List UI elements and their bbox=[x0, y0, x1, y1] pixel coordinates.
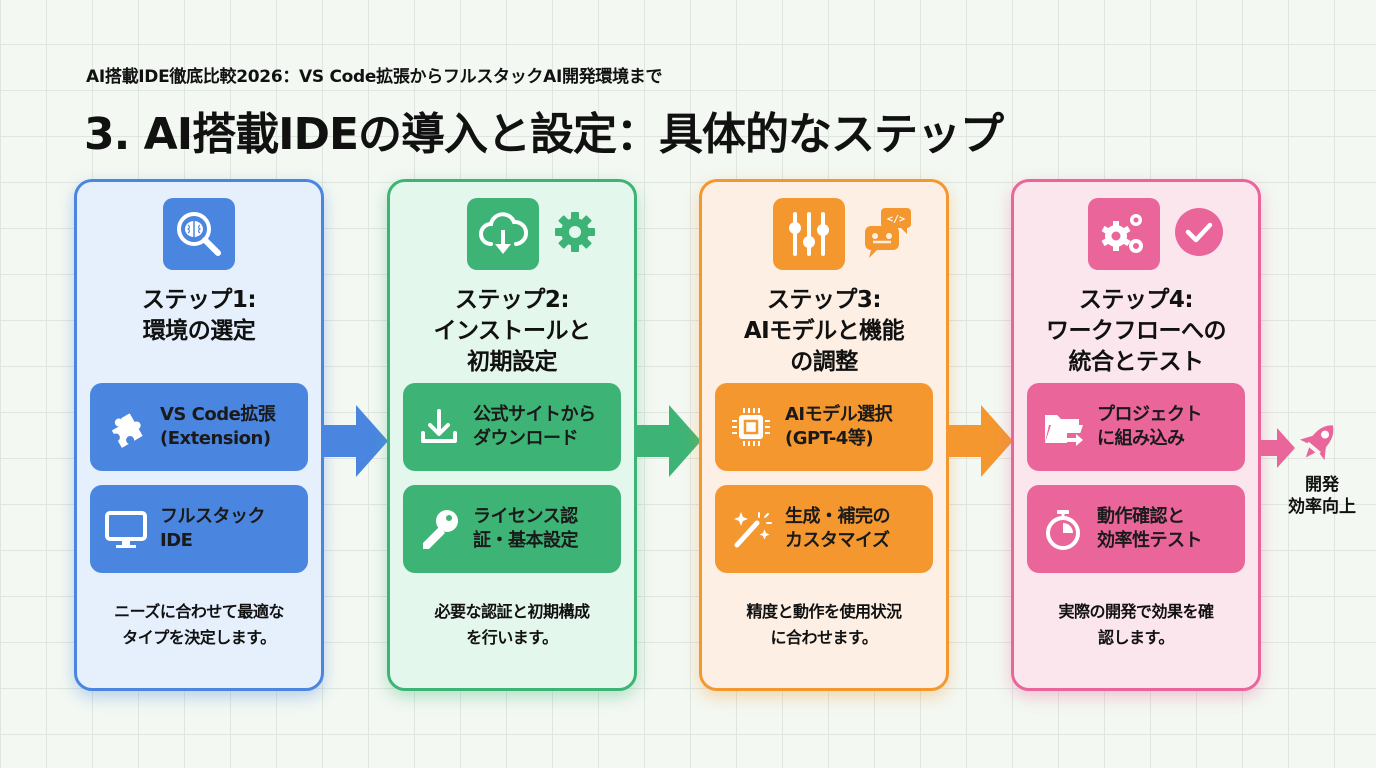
check-circle-icon bbox=[1174, 207, 1224, 261]
gear-icon bbox=[553, 210, 597, 258]
step-title: ステップ4: ワークフローへの 統合とテスト bbox=[1046, 287, 1227, 375]
gears-icon bbox=[1088, 198, 1160, 270]
arrow-right-icon bbox=[635, 405, 701, 477]
item-fullstack-ide: フルスタック IDE bbox=[90, 485, 308, 573]
step-description: 精度と動作を使用状況 に合わせます。 bbox=[746, 602, 902, 647]
step-description: 実際の開発で効果を確 認します。 bbox=[1058, 602, 1214, 647]
arrow-right-icon bbox=[322, 405, 388, 477]
step-card-1: ステップ1: 環境の選定 VS Code拡張 (Extension) フルスタッ… bbox=[74, 179, 324, 691]
chip-icon bbox=[727, 403, 775, 451]
cloud-download-icon bbox=[467, 198, 539, 270]
item-project-integration: プロジェクト に組み込み bbox=[1027, 383, 1245, 471]
rocket-icon bbox=[1299, 425, 1334, 461]
step-title: ステップ2: インストールと 初期設定 bbox=[433, 287, 591, 375]
step-card-4: ステップ4: ワークフローへの 統合とテスト プロジェクト に組み込み 動作確認… bbox=[1011, 179, 1261, 691]
item-official-download: 公式サイトから ダウンロード bbox=[403, 383, 621, 471]
page-title: 3. AI搭載IDEの導入と設定：具体的なステップ bbox=[84, 109, 1004, 160]
robot-chat-icon: </> bbox=[859, 204, 915, 264]
step-description: 必要な認証と初期構成 を行います。 bbox=[434, 602, 590, 647]
step-title: ステップ1: 環境の選定 bbox=[141, 287, 257, 344]
brain-search-icon bbox=[163, 198, 235, 270]
svg-text:</>: </> bbox=[887, 214, 905, 225]
subtitle: AI搭載IDE徹底比較2026：VS Code拡張からフルスタックAI開発環境ま… bbox=[86, 67, 663, 87]
step-title: ステップ3: AIモデルと機能 の調整 bbox=[743, 287, 905, 375]
key-icon bbox=[415, 505, 463, 553]
item-generation-customize: 生成・補完の カスタマイズ bbox=[715, 485, 933, 573]
item-ai-model-select: AIモデル選択 (GPT-4等) bbox=[715, 383, 933, 471]
goal-label: 開発 効率向上 bbox=[1288, 475, 1356, 517]
step-card-3: </> ステップ3: AIモデルと機能 の調整 AIモデル選択 (GPT-4等)… bbox=[699, 179, 949, 691]
arrow-right-icon bbox=[1259, 428, 1295, 468]
folder-import-icon bbox=[1039, 403, 1087, 451]
monitor-icon bbox=[102, 505, 150, 553]
step-description: ニーズに合わせて最適な タイプを決定します。 bbox=[114, 602, 284, 647]
step-card-2: ステップ2: インストールと 初期設定 公式サイトから ダウンロード ライセンス… bbox=[387, 179, 637, 691]
item-license-setup: ライセンス認 証・基本設定 bbox=[403, 485, 621, 573]
puzzle-icon bbox=[102, 403, 150, 451]
magic-wand-icon bbox=[727, 505, 775, 553]
download-icon bbox=[415, 403, 463, 451]
arrow-right-icon bbox=[947, 405, 1013, 477]
item-vscode-extension: VS Code拡張 (Extension) bbox=[90, 383, 308, 471]
stopwatch-icon bbox=[1039, 505, 1087, 553]
sliders-icon bbox=[773, 198, 845, 270]
item-test-efficiency: 動作確認と 効率性テスト bbox=[1027, 485, 1245, 573]
